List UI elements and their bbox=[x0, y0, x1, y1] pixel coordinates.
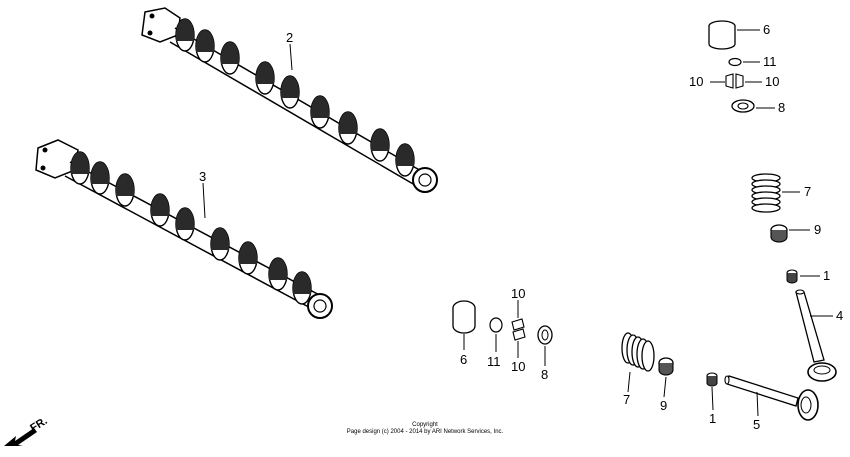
callout-11-lower: 11 bbox=[487, 354, 501, 369]
callout-10-lower-top: 10 bbox=[511, 286, 525, 301]
cotters-lower bbox=[511, 318, 526, 341]
copyright-text: Page design (c) 2004 - 2014 by ARI Netwo… bbox=[346, 429, 504, 435]
stem-seal-upper bbox=[786, 269, 798, 284]
tappet-upper bbox=[708, 20, 736, 50]
seat-lower bbox=[658, 357, 674, 376]
callout-6-lower: 6 bbox=[460, 352, 467, 367]
callout-10-upper-left: 10 bbox=[689, 74, 703, 89]
valve-vertical bbox=[795, 289, 837, 382]
callout-10-lower-bottom: 10 bbox=[511, 359, 525, 374]
shim-lower bbox=[489, 317, 503, 333]
callout-11-upper: 11 bbox=[763, 54, 777, 69]
retainer-upper bbox=[731, 99, 755, 113]
callout-1-upper: 1 bbox=[823, 268, 830, 283]
callout-8-lower: 8 bbox=[541, 367, 548, 382]
callout-6-upper: 6 bbox=[763, 22, 770, 37]
seat-upper bbox=[770, 224, 788, 243]
spring-upper bbox=[751, 173, 781, 213]
callout-9-upper: 9 bbox=[814, 222, 821, 237]
callout-1-lower: 1 bbox=[709, 411, 716, 426]
callout-9-lower: 9 bbox=[660, 398, 667, 413]
callout-7-upper: 7 bbox=[804, 184, 811, 199]
callout-5: 5 bbox=[753, 417, 760, 432]
retainer-lower bbox=[537, 325, 553, 345]
callout-4: 4 bbox=[836, 308, 843, 323]
callout-8-upper: 8 bbox=[778, 100, 785, 115]
tappet-lower bbox=[452, 300, 476, 334]
callout-2: 2 bbox=[286, 30, 293, 45]
callout-7-lower: 7 bbox=[623, 392, 630, 407]
camshaft-upper bbox=[141, 7, 438, 193]
spring-lower bbox=[621, 332, 655, 372]
callout-10-upper-right: 10 bbox=[765, 74, 779, 89]
valve-horizontal bbox=[724, 375, 819, 421]
copyright-title: Copyright bbox=[412, 422, 438, 428]
front-arrow-icon bbox=[4, 428, 37, 446]
camshaft-lower bbox=[35, 139, 333, 319]
stem-seal-lower bbox=[706, 372, 718, 387]
cotters-upper bbox=[725, 73, 744, 89]
shim-upper bbox=[728, 57, 742, 67]
callout-3: 3 bbox=[199, 169, 206, 184]
